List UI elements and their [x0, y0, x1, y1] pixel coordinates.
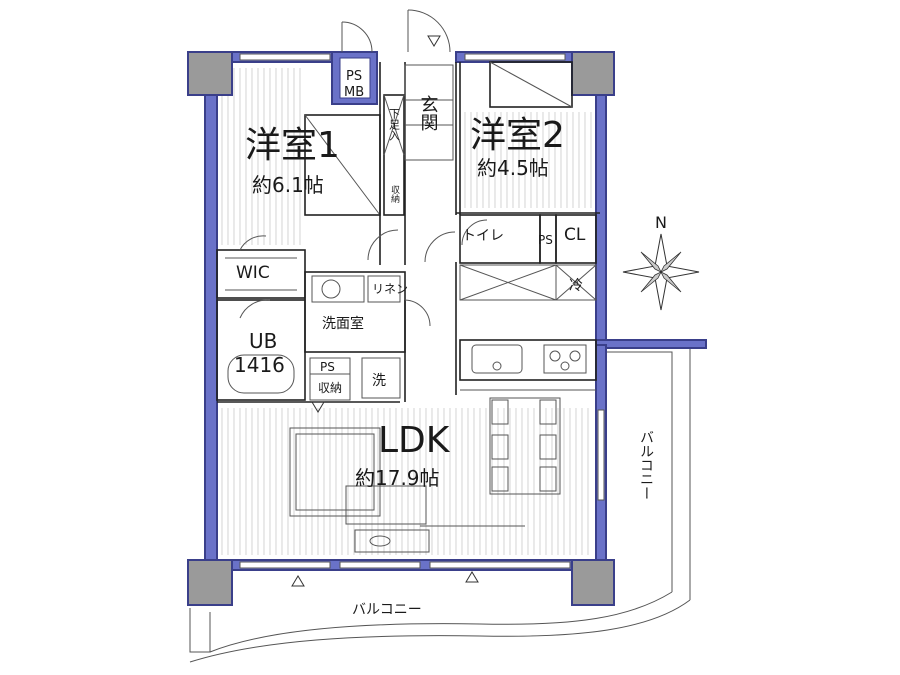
balcony-outline	[189, 341, 691, 663]
fridge-label: 冷	[569, 278, 583, 294]
balcony-south-label: バルコニー	[352, 602, 422, 618]
furniture	[289, 397, 561, 553]
room-western1-name: 洋室1	[245, 125, 340, 166]
washroom-label: 洗面室	[322, 315, 364, 332]
storage-small-label: 収納	[389, 184, 400, 204]
room-ldk-name: LDK	[378, 420, 451, 461]
windows	[239, 53, 605, 569]
washer-label: 洗	[372, 373, 386, 389]
room-ldk-size: 約17.9帖	[355, 466, 440, 490]
ps-toilet-label: PS	[538, 233, 553, 247]
linen-label: リネン	[372, 282, 408, 296]
room-western2-size: 約4.5帖	[477, 156, 549, 180]
room-western2-name: 洋室2	[470, 115, 565, 156]
compass-north-label: N	[655, 213, 667, 232]
shoe-storage-label: 下足入	[388, 108, 401, 141]
room-western1-size: 約6.1帖	[252, 173, 324, 197]
compass-rose	[622, 233, 700, 311]
entrance-label: 玄関	[418, 95, 439, 131]
ps-mb-bottom-label: MB	[344, 85, 364, 100]
ps-mb-top-label: PS	[346, 69, 362, 84]
wic-label: WIC	[236, 263, 270, 283]
bath-label: UB	[249, 329, 277, 353]
closet-label: CL	[564, 225, 586, 245]
ps-bath-label: PS	[320, 360, 335, 374]
doors	[239, 9, 488, 327]
toilet-label: トイレ	[462, 228, 504, 244]
interior-walls	[216, 61, 600, 403]
storage-bath-label: 収納	[318, 381, 342, 395]
balcony-east-label: バルコニー	[638, 430, 654, 500]
floor-hatching	[221, 68, 592, 555]
bath-size-label: 1416	[234, 353, 285, 377]
markers	[291, 35, 479, 587]
